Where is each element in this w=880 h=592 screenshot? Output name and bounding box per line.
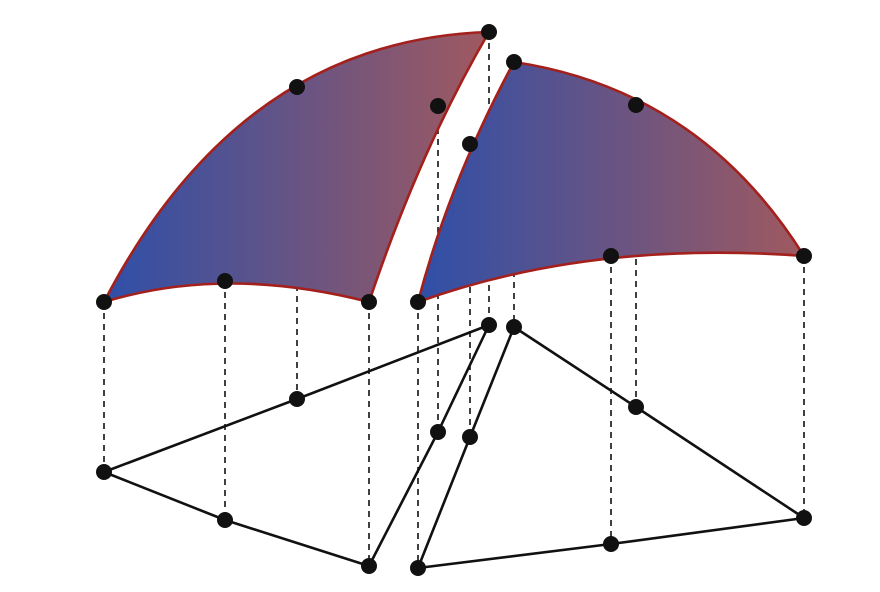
base-point [603, 536, 619, 552]
control-point [410, 294, 426, 310]
base-point [289, 391, 305, 407]
control-points [96, 24, 812, 576]
projection-lines [103, 32, 805, 568]
base-point [410, 560, 426, 576]
base-point [430, 424, 446, 440]
control-point [603, 248, 619, 264]
control-point [506, 54, 522, 70]
base-point [796, 510, 812, 526]
base-point [96, 464, 112, 480]
control-point [628, 97, 644, 113]
control-point [289, 79, 305, 95]
base-point [506, 319, 522, 335]
base-point [481, 317, 497, 333]
base-triangles [102, 323, 806, 570]
control-point [462, 136, 478, 152]
control-point [481, 24, 497, 40]
left-base-triangle [102, 323, 491, 568]
control-point [430, 98, 446, 114]
left-surface-patch [102, 30, 491, 304]
control-point [217, 273, 233, 289]
surface-patches [102, 30, 806, 304]
control-point [96, 294, 112, 310]
base-point [462, 429, 478, 445]
control-point [361, 294, 377, 310]
control-point [796, 248, 812, 264]
base-point [628, 399, 644, 415]
base-point [217, 512, 233, 528]
base-point [361, 558, 377, 574]
right-surface-patch [416, 60, 806, 304]
